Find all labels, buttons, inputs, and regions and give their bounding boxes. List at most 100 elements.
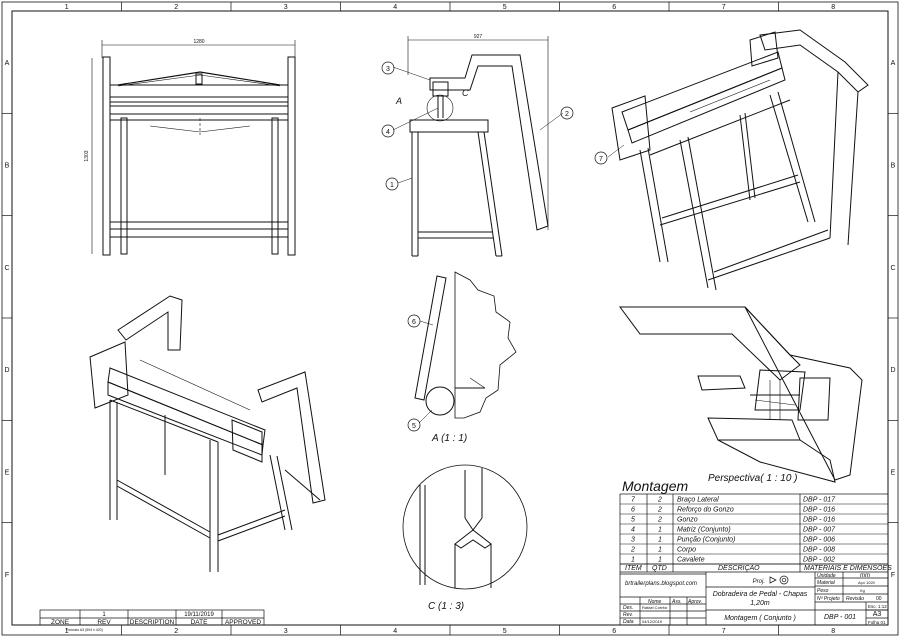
title-block: Montagem	[619, 478, 892, 626]
zone-column-label: 8	[831, 628, 835, 635]
perspective-view	[619, 306, 863, 483]
part-quantity: 2	[657, 517, 662, 524]
zone-row-label: A	[891, 60, 896, 67]
part-item-number: 5	[631, 517, 635, 524]
revision-block: 1 19/11/2019 ZONE REV DESCRIPTION DATE A…	[39, 609, 265, 632]
zone-row-label: D	[4, 367, 9, 374]
format-note: Formato A3 (594 x 420)	[66, 628, 103, 632]
material-value: Aço 1020	[858, 580, 876, 585]
sig-ass-header: Ass.	[671, 599, 682, 605]
part-code: DBP - 006	[803, 537, 835, 544]
isometric-view-left	[89, 295, 326, 572]
part-description: Corpo	[677, 547, 696, 554]
part-item-number: 4	[631, 527, 635, 534]
zone-row-label: B	[891, 163, 896, 170]
zone-column-label: 2	[174, 4, 178, 11]
part-item-number: 2	[630, 547, 635, 554]
drawing-subtitle: 1,20m	[750, 600, 770, 607]
part-description: Braço Lateral	[677, 497, 719, 504]
header-description: DESCRIÇÃO	[718, 563, 760, 572]
zone-column-label: 7	[722, 628, 726, 635]
detail-a-balloon-6: 6	[412, 319, 416, 326]
detail-marker-c: C	[462, 88, 469, 98]
rev-header-date: DATE	[191, 619, 209, 626]
website-text: brtrailerplans.blogspot.com	[625, 581, 697, 587]
header-qty: QTD	[652, 565, 667, 572]
zone-column-label: 6	[612, 4, 616, 11]
zone-column-label: 1	[65, 628, 69, 635]
rev-header-rev: REV	[97, 619, 111, 626]
zone-row-label: C	[890, 265, 895, 272]
part-quantity: 2	[657, 507, 662, 514]
zone-column-label: 5	[503, 4, 507, 11]
zone-column-label: 4	[393, 628, 397, 635]
side-view	[381, 36, 574, 257]
zone-column-label: 6	[612, 628, 616, 635]
part-description: Gonzo	[677, 517, 698, 524]
rev-header-approved: APPROVED	[225, 619, 261, 626]
zone-row-label: F	[5, 572, 9, 579]
weight-value: Kg	[860, 588, 865, 593]
part-quantity: 1	[658, 537, 662, 544]
header-item: ITEM	[625, 565, 642, 572]
detail-a-label: A (1 : 1)	[431, 433, 467, 444]
des-name: Rafael Corrêa	[642, 605, 668, 610]
part-item-number: 3	[631, 537, 635, 544]
perspective-label: Perspectiva( 1 : 10 )	[708, 473, 797, 484]
header-materials: MATERIAIS E DIMENSÕES	[804, 563, 892, 572]
detail-a-balloon-5: 5	[412, 423, 416, 430]
detail-c-view	[402, 464, 528, 590]
part-item-number: 1	[631, 557, 635, 564]
rev-row-date: 19/11/2019	[184, 612, 214, 618]
scale-label: Esc. 1:12	[868, 604, 887, 609]
isometric-view-right	[594, 29, 869, 291]
part-quantity: 2	[657, 497, 662, 504]
project-no-label: Nº Projeto	[817, 596, 840, 602]
date-value: 04/12/2019	[642, 619, 663, 624]
part-quantity: 1	[658, 547, 662, 554]
sig-aprov-header: Aprov.	[687, 599, 702, 605]
part-code: DBP - 007	[803, 527, 836, 534]
unit-label: Unidade	[817, 573, 836, 579]
side-balloon-1: 1	[390, 182, 394, 189]
date-label: Data	[623, 619, 634, 625]
part-item-number: 6	[631, 507, 635, 514]
drawing-number: DBP - 001	[824, 614, 856, 621]
revision-label: Revisão	[846, 596, 864, 602]
zone-row-label: D	[890, 367, 895, 374]
part-quantity: 1	[658, 527, 662, 534]
side-balloon-4: 4	[386, 129, 390, 136]
revision-value: 00	[876, 596, 882, 602]
side-width-dimension: 927	[474, 34, 483, 40]
iso-balloon-7: 7	[599, 156, 603, 163]
front-view	[91, 40, 296, 256]
section-marker-a: A	[395, 96, 402, 106]
weight-label: Peso	[817, 588, 829, 594]
zone-column-label: 2	[174, 628, 178, 635]
part-description: Cavalete	[677, 557, 705, 564]
sheet-label: Folha 01	[868, 620, 886, 625]
part-code: DBP - 016	[803, 507, 835, 514]
part-description: Matriz (Conjunto)	[677, 527, 731, 534]
zone-column-label: 3	[284, 628, 288, 635]
rev-row-rev: 1	[102, 612, 106, 618]
front-height-dimension: 1303	[84, 150, 90, 161]
rev-label: Rev.	[623, 612, 633, 618]
part-item-number: 7	[631, 497, 636, 504]
sheet-size: A3	[873, 611, 882, 618]
zone-row-label: C	[4, 265, 9, 272]
front-width-dimension: 1280	[193, 39, 204, 45]
zone-row-label: A	[5, 60, 10, 67]
title-block-title: Montagem	[622, 478, 688, 494]
unit-value: mm	[860, 573, 870, 579]
des-label: Des.	[623, 605, 633, 611]
part-description: Reforço do Gonzo	[677, 507, 734, 514]
side-balloon-2: 2	[565, 111, 569, 118]
part-code: DBP - 017	[803, 497, 836, 504]
zone-column-label: 1	[65, 4, 69, 11]
drawing-name: Montagem ( Conjunto )	[724, 615, 796, 622]
